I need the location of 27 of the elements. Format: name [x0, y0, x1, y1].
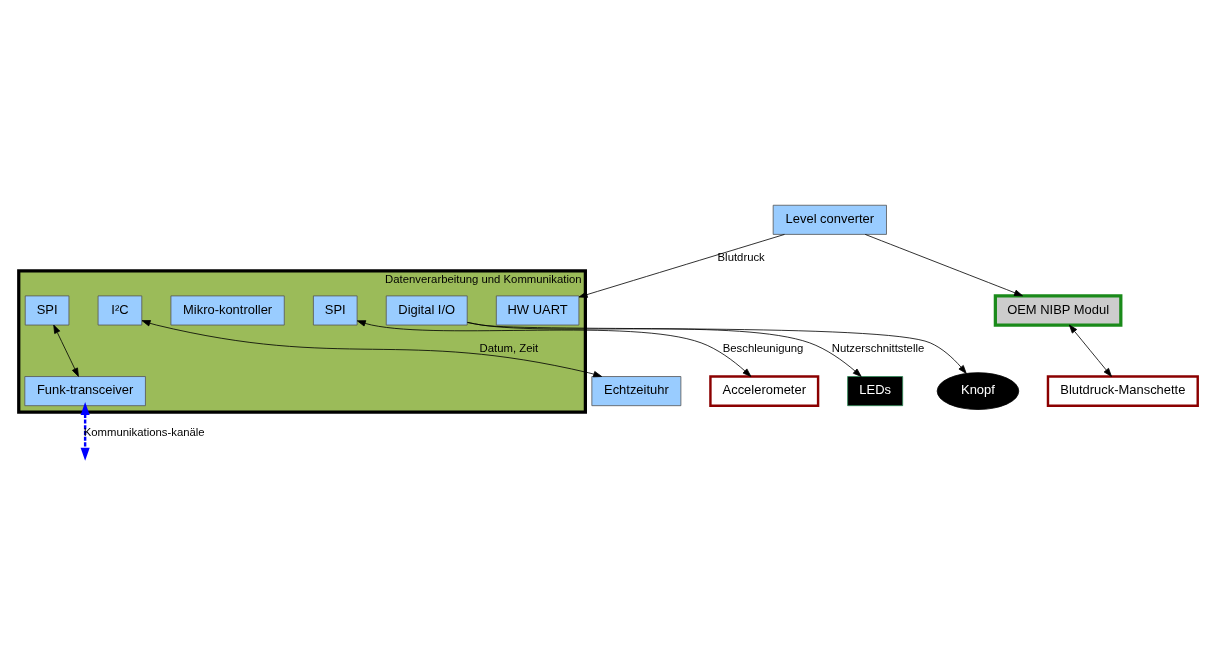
node-box: HW UART	[495, 295, 580, 325]
edge-label: Kommunikations-kanäle	[83, 425, 205, 438]
node-box: Digital I/O	[385, 295, 468, 325]
edge-label: Blutdruck	[717, 250, 765, 263]
node-box: OEM NIBP Modul	[993, 293, 1123, 327]
arrow	[467, 321, 967, 374]
node-box: Echtzeituhr	[591, 375, 682, 406]
node-box: Funk-transceiver	[24, 375, 146, 406]
node-box: Blutdruck-Manschette	[1046, 374, 1199, 407]
node-box: Accelerometer	[709, 374, 820, 407]
arrow	[141, 319, 603, 377]
arrow	[864, 233, 1023, 296]
node-box: Mikro-kontroller	[170, 295, 285, 325]
edge-label: Nutzerschnittstelle	[831, 341, 925, 354]
node-box: SPI	[313, 295, 358, 325]
node-box: I²C	[97, 295, 143, 325]
arrow	[80, 401, 90, 461]
arrow	[53, 324, 79, 377]
node-box: Level converter	[772, 204, 887, 235]
edge-label: Datum, Zeit	[479, 341, 539, 354]
node-box: SPI	[24, 295, 70, 325]
arrow	[578, 233, 785, 298]
node-ellipse: Knopf	[936, 371, 1020, 410]
arrow	[1068, 324, 1112, 377]
arrow	[356, 319, 752, 377]
node-box: LEDs	[847, 375, 904, 406]
edge-label: Beschleunigung	[722, 341, 804, 354]
